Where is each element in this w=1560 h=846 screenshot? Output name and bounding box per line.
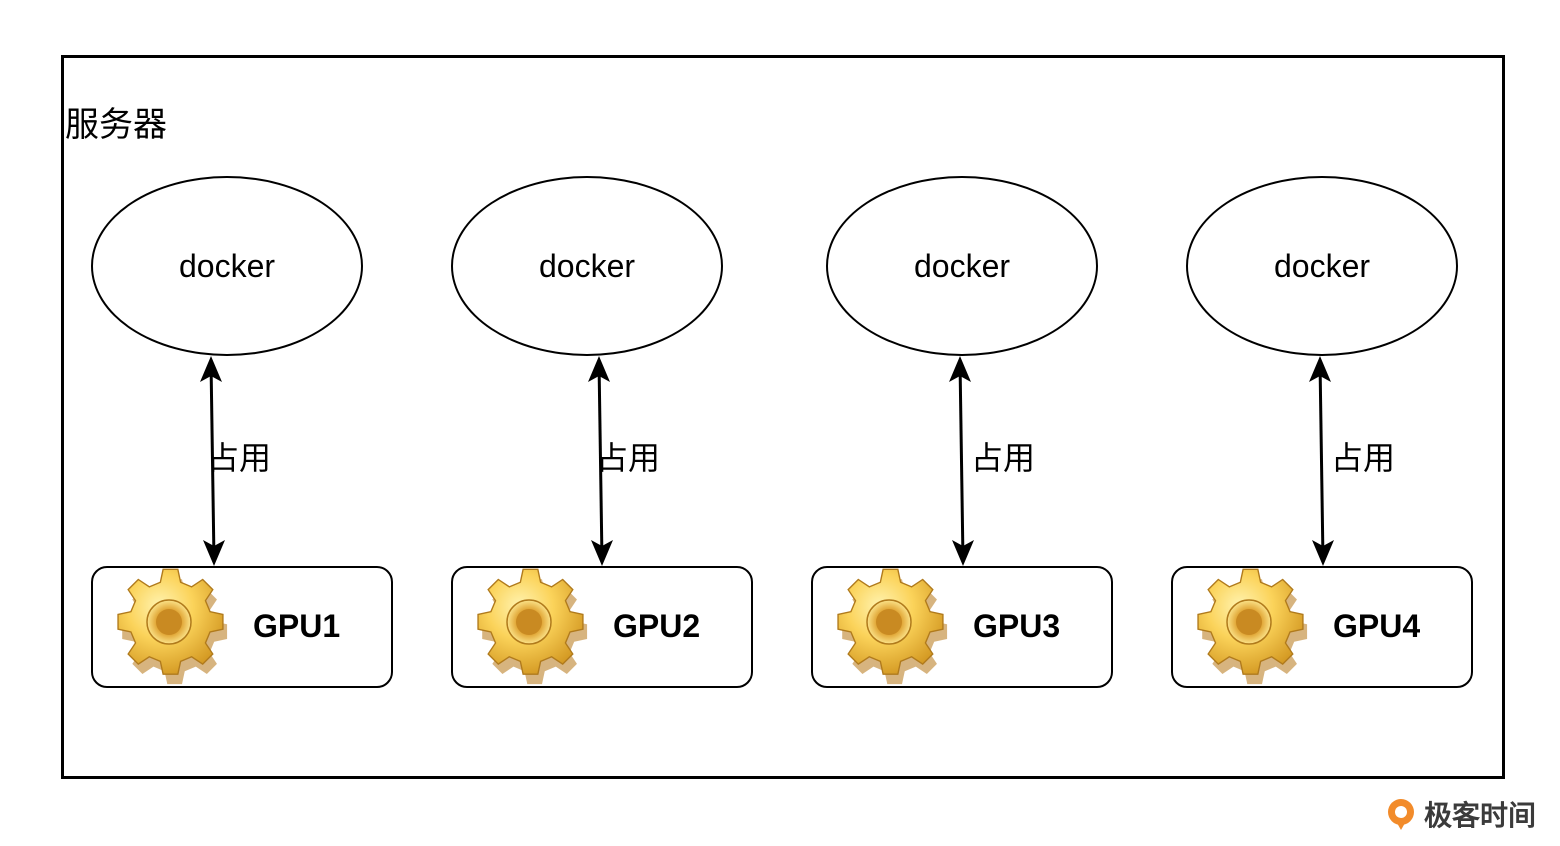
- docker-label: docker: [913, 247, 1011, 284]
- edge-label-2: 占用: [596, 439, 661, 477]
- edge-label-1: 占用: [207, 439, 272, 477]
- docker-node-4: docker: [1186, 176, 1458, 356]
- docker-node-3: docker: [826, 176, 1098, 356]
- gpu-label: GPU3: [973, 608, 1061, 644]
- gpu-label: GPU2: [613, 608, 701, 644]
- docker-node-1: docker: [91, 176, 363, 356]
- gpu-node-4: GPU4: [1171, 566, 1473, 688]
- edge-label-3: 占用: [971, 439, 1036, 477]
- docker-node-2: docker: [451, 176, 723, 356]
- server-container: [61, 55, 1505, 779]
- gear-icon: [837, 568, 948, 685]
- gear-icon: [477, 568, 588, 685]
- gpu-node-1: GPU1: [91, 566, 393, 688]
- geektime-logo-icon: [1388, 799, 1414, 830]
- gpu-node-2: GPU2: [451, 566, 753, 688]
- docker-label: docker: [1273, 247, 1371, 284]
- gpu-node-3: GPU3: [811, 566, 1113, 688]
- watermark-text: 极客时间: [1424, 799, 1537, 832]
- watermark: 极客时间: [1384, 794, 1536, 834]
- gear-icon: [117, 568, 228, 685]
- edge-label-4: 占用: [1331, 439, 1396, 477]
- gpu-label: GPU1: [253, 608, 341, 644]
- docker-label: docker: [538, 247, 636, 284]
- gear-icon: [1197, 568, 1308, 685]
- gpu-label: GPU4: [1333, 608, 1421, 644]
- server-label: 服务器: [65, 105, 167, 145]
- docker-label: docker: [178, 247, 276, 284]
